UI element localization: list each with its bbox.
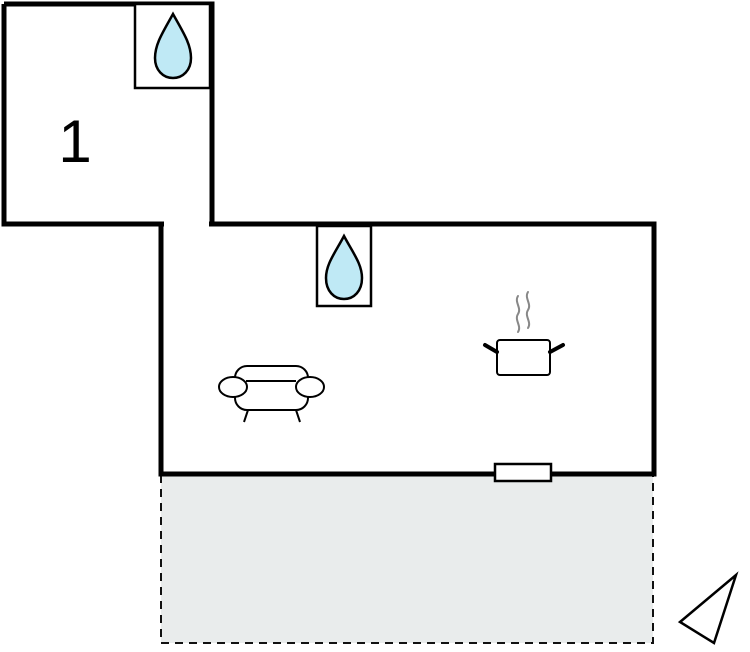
sofa-icon xyxy=(218,365,325,423)
room-1: 1 xyxy=(1,1,215,227)
water-drop-icon xyxy=(315,224,373,308)
cooking-pot-icon xyxy=(483,291,565,376)
room-1-label: 1 xyxy=(58,108,91,175)
window xyxy=(493,462,553,483)
north-arrow-icon xyxy=(677,571,739,645)
water-drop-icon xyxy=(133,2,212,90)
main-room xyxy=(158,221,657,477)
terrace xyxy=(160,473,654,644)
